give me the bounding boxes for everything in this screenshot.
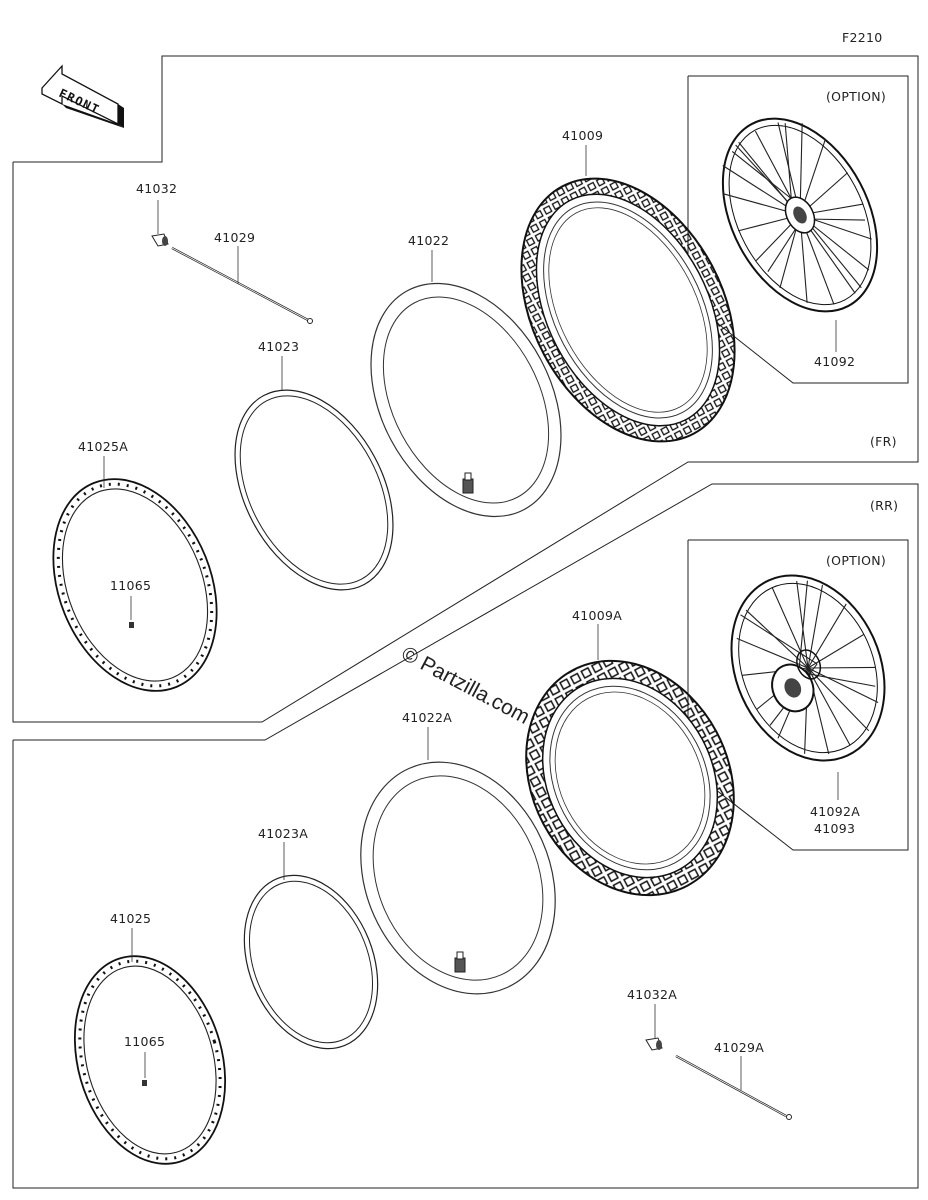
part-label-11065-rear: 11065: [124, 1034, 165, 1049]
rear-tire-icon: [525, 659, 735, 897]
rear-inner-tube-icon: [360, 761, 556, 995]
part-label-41029: 41029: [214, 230, 255, 245]
rear-valve-icon: [645, 1037, 663, 1051]
front-arrow-icon: FRONT: [41, 64, 124, 128]
rear-nipple-icon: [142, 1080, 147, 1086]
front-valve-icon: [151, 233, 169, 247]
rear-spoke-icon: [675, 1055, 792, 1120]
front-section-label: (FR): [870, 434, 897, 449]
rear-tube-valve-icon: [454, 951, 466, 973]
front-wheel-assembly-icon: [721, 117, 879, 313]
part-label-41009: 41009: [562, 128, 603, 143]
part-label-41022A: 41022A: [402, 710, 452, 725]
front-rim-band-icon: [234, 389, 394, 591]
part-label-41025A: 41025A: [78, 439, 128, 454]
part-label-41032A: 41032A: [627, 987, 677, 1002]
front-tube-valve-icon: [462, 472, 474, 494]
part-label-41009A: 41009A: [572, 608, 622, 623]
part-label-41029A: 41029A: [714, 1040, 764, 1055]
part-label-41023A: 41023A: [258, 826, 308, 841]
figure-code: F2210: [842, 30, 883, 45]
front-nipple-icon: [129, 622, 134, 628]
front-inner-tube-icon: [370, 282, 562, 518]
front-section-outline: [12, 55, 919, 723]
part-label-41032: 41032: [136, 181, 177, 196]
rear-wheel-assembly-icon: [730, 574, 886, 762]
rear-option-label: (OPTION): [826, 553, 886, 568]
part-label-41092A: 41092A: [810, 804, 860, 819]
front-spoke-icon: [171, 247, 313, 324]
part-label-41023: 41023: [258, 339, 299, 354]
part-label-41093: 41093: [814, 821, 855, 836]
part-label-11065-front: 11065: [110, 578, 151, 593]
front-option-label: (OPTION): [826, 89, 886, 104]
rear-section-label: (RR): [870, 498, 898, 513]
rear-section-outline: [12, 483, 919, 1189]
rear-rim-band-icon: [243, 874, 379, 1050]
part-label-41092: 41092: [814, 354, 855, 369]
front-tire-icon: [520, 177, 736, 443]
rear-rim-icon: [73, 955, 227, 1165]
part-label-41025: 41025: [110, 911, 151, 926]
part-label-41022: 41022: [408, 233, 449, 248]
front-rim-icon: [52, 478, 218, 692]
